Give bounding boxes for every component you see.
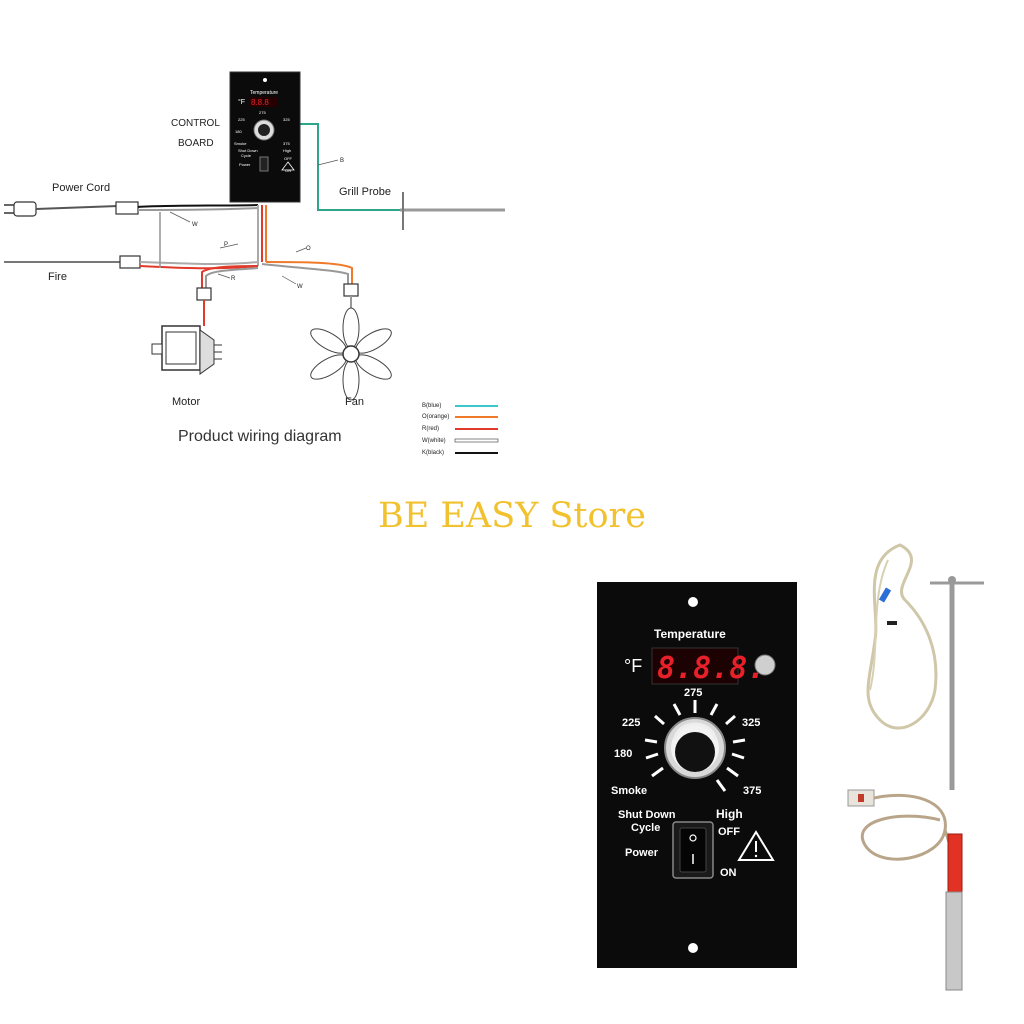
dial-label-180: 180 [614, 748, 632, 760]
rocker-switch-icon[interactable] [672, 821, 714, 879]
control-board-label-line1: CONTROL [171, 118, 220, 129]
legend-label: R(red) [422, 426, 439, 432]
warning-icon [737, 830, 775, 861]
mini-dial-180: 180 [235, 129, 242, 134]
wire-tags: B W P R W O [169, 158, 344, 290]
wire-tag-w2: W [297, 284, 303, 290]
grill-probe-label: Grill Probe [339, 186, 391, 198]
legend-label: K(black) [422, 450, 444, 456]
control-board-label-line2: BOARD [178, 138, 214, 149]
temperature-knob[interactable] [664, 717, 726, 779]
fire-label: Fire [48, 271, 67, 283]
shutdown-label-line1: Shut Down [618, 809, 676, 821]
shutdown-label-line2: Cycle [631, 822, 660, 834]
mini-dial-smoke: Smoke [234, 141, 247, 146]
mini-power: Power [239, 162, 251, 167]
off-label: OFF [718, 826, 740, 838]
unit-label: °F [624, 656, 642, 676]
legend-label: O(orange) [422, 414, 449, 420]
dial-ticks [644, 700, 746, 792]
motor-illustration [151, 325, 222, 375]
grill-probe [300, 123, 505, 230]
power-cord-label: Power Cord [52, 182, 110, 194]
svg-text:8.8.8: 8.8.8 [251, 98, 269, 107]
dial-label-275: 275 [684, 687, 702, 699]
on-label: ON [720, 867, 737, 879]
power-cord [4, 201, 259, 217]
igniter-rod-photo [847, 789, 963, 991]
dial-label-high: High [716, 807, 743, 821]
dial-label-375: 375 [743, 785, 761, 797]
diagram-caption: Product wiring diagram [178, 428, 342, 445]
motor-label: Motor [172, 396, 200, 408]
power-label: Power [625, 847, 659, 859]
mini-dial-325: 325 [283, 117, 290, 122]
probe-led-icon [754, 654, 776, 676]
mini-shutdown: Shut Down [238, 148, 258, 153]
wire-tag-b: B [340, 158, 344, 164]
fan-label: Fan [345, 396, 364, 408]
legend-swatch-white [454, 438, 499, 443]
temperature-label: Temperature [654, 627, 726, 641]
wiring-diagram: Temperature °F 8.8.8 275 225 325 180 375… [4, 71, 505, 456]
dial-label-smoke: Smoke [611, 785, 647, 797]
mini-off: OFF [284, 156, 293, 161]
mini-dial-375: 375 [283, 141, 290, 146]
legend-label: W(white) [422, 438, 446, 444]
mount-hole-top [688, 597, 698, 607]
wire-harness [159, 205, 359, 326]
temperature-display [651, 647, 739, 685]
dial-label-225: 225 [622, 717, 640, 729]
fire-igniter-cable [4, 255, 259, 270]
mini-unit-label: °F [238, 98, 245, 106]
mini-dial-225: 225 [238, 117, 245, 122]
wire-tag-o: O [306, 246, 311, 252]
mini-on: ON [285, 168, 291, 173]
store-name: BE EASY Store [378, 496, 646, 536]
wire-tag-w1: W [192, 222, 198, 228]
fan-illustration [310, 307, 392, 401]
mini-temperature-label: Temperature [250, 90, 278, 96]
wire-tag-p: P [224, 242, 228, 248]
legend-label: B(blue) [422, 403, 441, 409]
mini-dial-275: 275 [259, 110, 266, 115]
display-digits: 8.8.8. [657, 651, 765, 686]
mini-dial-high: High [283, 148, 291, 153]
mini-cycle: Cycle [241, 153, 252, 158]
mount-hole-bottom [688, 943, 698, 953]
dial-label-325: 325 [742, 717, 760, 729]
wire-color-legend: B(blue) O(orange) R(red) W(white) K(blac… [422, 403, 499, 456]
grill-probe-photo [866, 543, 984, 790]
control-board-illustration: Temperature °F 8.8.8 275 225 325 180 375… [229, 71, 301, 203]
wire-tag-r: R [231, 276, 236, 282]
controller-panel: Temperature °F 8.8.8. [597, 582, 797, 968]
